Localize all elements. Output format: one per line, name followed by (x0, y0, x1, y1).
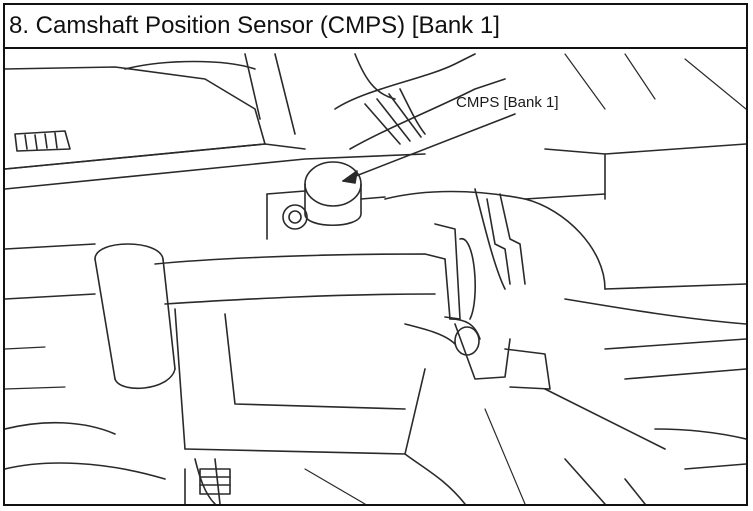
engine-cover (5, 53, 426, 190)
coil-body (94, 223, 476, 390)
line-drawing: CMPS [Bank 1] (5, 53, 746, 504)
engine-illustration: CMPS [Bank 1] (5, 49, 746, 504)
cmps-sensor (266, 161, 386, 240)
background-detail (5, 53, 746, 504)
section-title: 8. Camshaft Position Sensor (CMPS) [Bank… (9, 12, 500, 39)
connector-plug (404, 318, 551, 390)
section-title-bar: 8. Camshaft Position Sensor (CMPS) [Bank… (5, 5, 746, 49)
upper-hose (334, 53, 506, 150)
callout-arrow (342, 113, 516, 184)
document-frame: 8. Camshaft Position Sensor (CMPS) [Bank… (3, 3, 748, 506)
right-bracket (384, 143, 746, 290)
cmps-callout-label: CMPS [Bank 1] (456, 94, 559, 111)
bolt (199, 468, 231, 495)
lower-block (5, 243, 746, 504)
